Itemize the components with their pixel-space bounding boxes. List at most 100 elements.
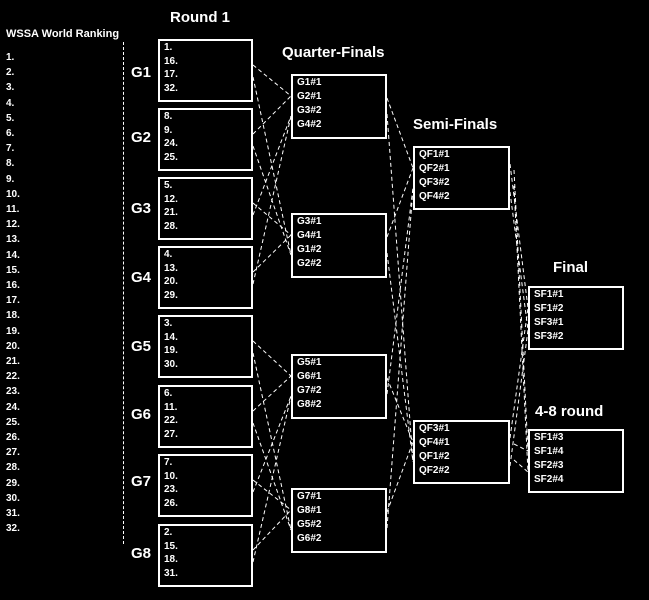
connector-line xyxy=(386,113,414,463)
connector-line xyxy=(252,375,292,412)
group-label: G6 xyxy=(131,406,152,423)
entry: G4#2 xyxy=(297,119,322,130)
entry: 17. xyxy=(164,69,178,80)
entry: 22. xyxy=(164,415,178,426)
ranking-list: 1.2.3.4.5.6.7.8.9.10.11.12.13.14.15.16.1… xyxy=(6,50,20,537)
connector-line xyxy=(252,422,292,531)
group-label: G8 xyxy=(131,545,152,562)
entry: G6#1 xyxy=(297,371,322,382)
ranking-item: 32. xyxy=(6,523,20,535)
entry: 2. xyxy=(164,527,173,538)
group-box: 7. 10. 23. 26. xyxy=(158,454,253,517)
entry: 27. xyxy=(164,428,178,440)
entry: QF4#2 xyxy=(419,191,450,202)
entry: 26. xyxy=(164,497,178,509)
group-label: G1 xyxy=(131,64,152,81)
connector-line xyxy=(386,377,414,443)
entry: G1#2 xyxy=(297,244,322,255)
ranking-item: 13. xyxy=(6,234,20,246)
round48-title: 4-8 round xyxy=(535,403,604,420)
entry: 23. xyxy=(164,484,178,495)
ranking-item: 10. xyxy=(6,188,20,200)
ranking-item: 26. xyxy=(6,432,20,444)
connector-line xyxy=(386,97,414,169)
connector-line xyxy=(252,95,292,135)
entry: SF3#2 xyxy=(534,331,564,342)
ranking-item: 4. xyxy=(6,97,15,109)
ranking-item: 11. xyxy=(6,204,20,216)
ranking-item: 17. xyxy=(6,295,20,307)
ranking-item: 23. xyxy=(6,386,20,398)
connector-line xyxy=(252,115,292,285)
entry: G5#2 xyxy=(297,519,322,530)
entry: SF1#4 xyxy=(534,446,564,457)
connector-line xyxy=(513,185,529,473)
connector-line xyxy=(513,459,529,473)
ranking-item: 30. xyxy=(6,492,20,504)
entry: SF1#2 xyxy=(534,303,564,314)
ranking-item: 24. xyxy=(6,401,20,413)
entry: 28. xyxy=(164,220,178,232)
group-label: G3 xyxy=(131,200,152,217)
entry: G1#1 xyxy=(297,77,322,88)
connector-line xyxy=(252,234,292,273)
entry: QF3#1 xyxy=(419,423,450,434)
entry: SF1#1 xyxy=(534,289,564,300)
group-label: G2 xyxy=(131,129,152,146)
entry: G3#2 xyxy=(297,105,322,116)
entry: 20. xyxy=(164,276,178,287)
entry: 25. xyxy=(164,151,178,163)
group-box: 6.11.22.27. xyxy=(158,385,253,448)
entry: 12. xyxy=(164,193,178,205)
connector-line xyxy=(509,191,529,331)
quarterfinals-title: Quarter-Finals xyxy=(282,44,385,61)
entry: G4#1 xyxy=(297,230,322,241)
final-title: Final xyxy=(553,259,589,276)
entry: 31. xyxy=(164,567,178,579)
ranking-item: 12. xyxy=(6,219,20,231)
connector-line xyxy=(513,169,529,452)
ranking-item: 28. xyxy=(6,462,20,474)
ranking-item: 20. xyxy=(6,340,20,352)
connector-line xyxy=(386,167,414,238)
connector-line xyxy=(252,479,292,511)
group-label: G7 xyxy=(131,473,152,490)
entry: 29. xyxy=(164,289,178,301)
entry: SF2#3 xyxy=(534,460,564,471)
connector-line xyxy=(252,64,292,97)
entry: QF1#1 xyxy=(419,149,450,160)
entry: QF2#1 xyxy=(419,163,450,174)
group-box: 8.9.24.25. xyxy=(158,108,253,171)
ranking-item: 31. xyxy=(6,508,20,520)
entry: 8. xyxy=(164,111,173,122)
entry: 21. xyxy=(164,207,178,218)
ranking-divider xyxy=(123,42,124,544)
group-label: G4 xyxy=(131,269,152,286)
ranking-item: 18. xyxy=(6,310,20,322)
entry: SF2#4 xyxy=(534,474,564,485)
entry: SF1#3 xyxy=(534,432,564,443)
entry: 10. xyxy=(164,470,178,482)
connector-line xyxy=(509,163,529,309)
group-label: G5 xyxy=(131,338,152,355)
ranking-item: 6. xyxy=(6,128,15,140)
connector-line xyxy=(252,115,292,216)
ranking-item: 27. xyxy=(6,447,20,459)
connector-line xyxy=(509,329,529,467)
ranking-item: 8. xyxy=(6,158,15,170)
entry: QF4#1 xyxy=(419,437,450,448)
ranking-item: 15. xyxy=(6,264,20,276)
entry: 7. xyxy=(164,457,173,468)
entry: G2#1 xyxy=(297,91,322,102)
ranking-item: 16. xyxy=(6,280,20,292)
entry: 11. xyxy=(164,401,178,413)
connector-line xyxy=(252,202,292,236)
connector-line xyxy=(252,352,292,531)
entry: G2#2 xyxy=(297,258,322,269)
